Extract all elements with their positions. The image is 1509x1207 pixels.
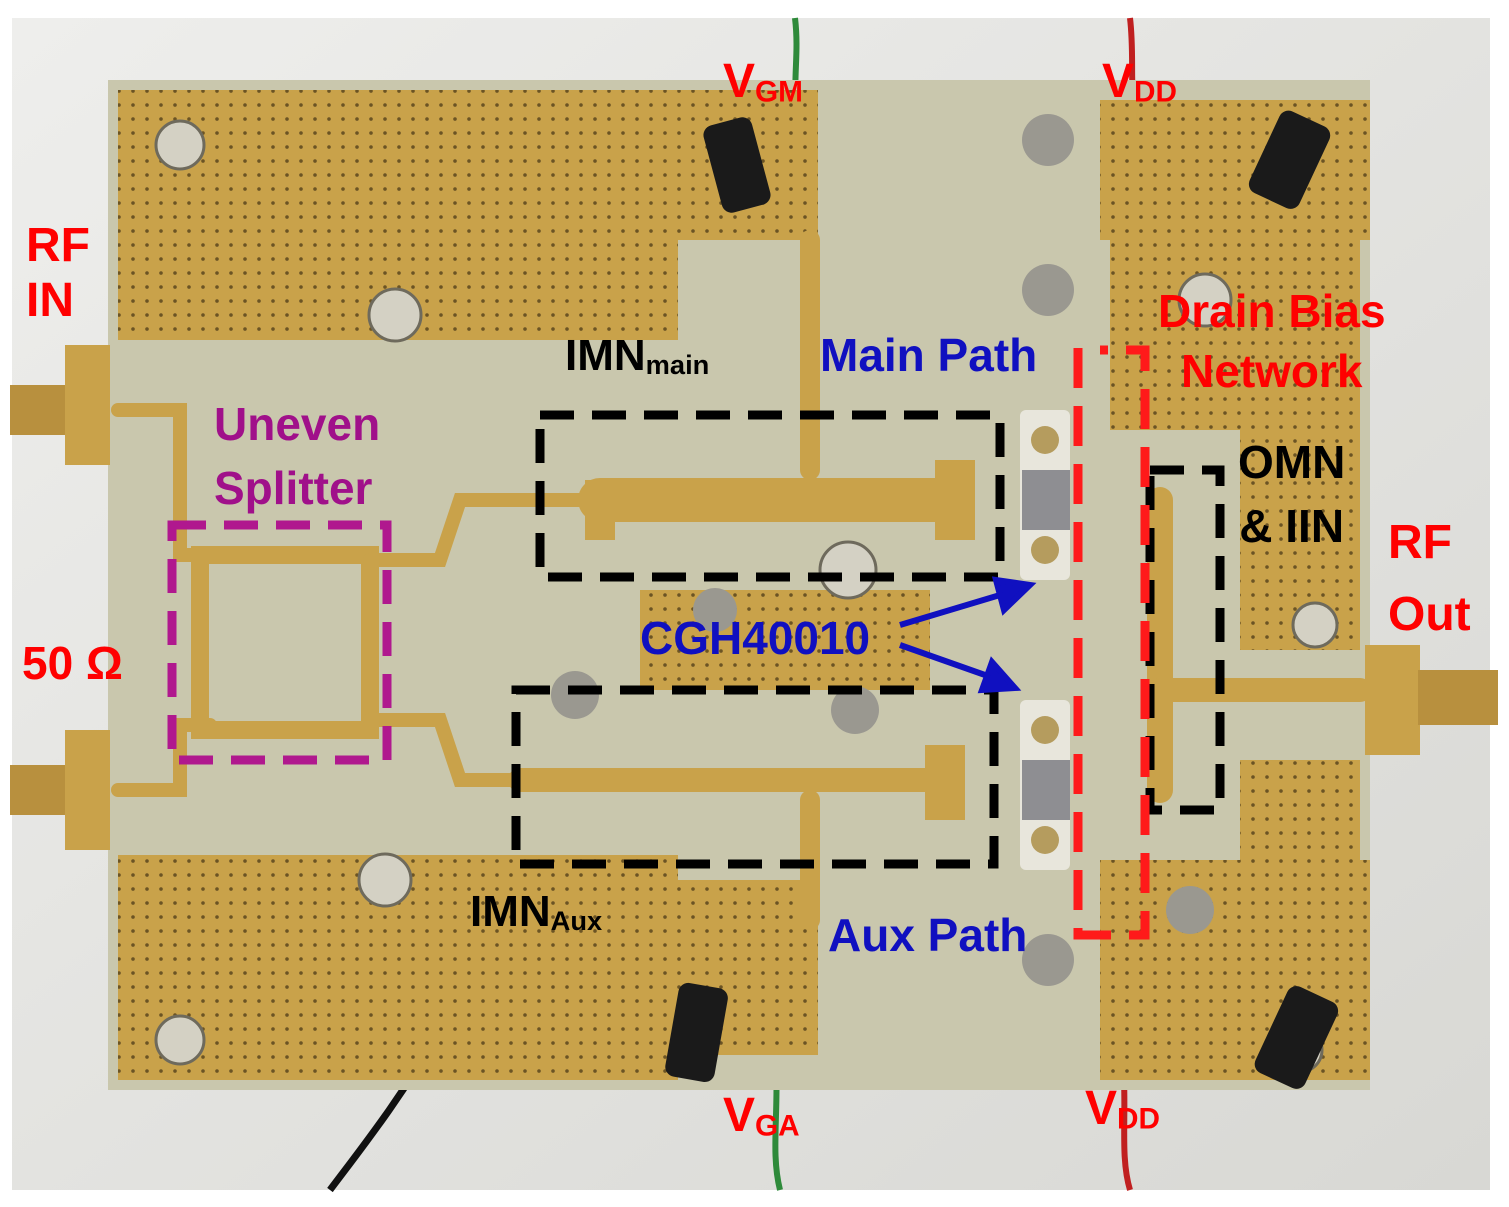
main-path-label: Main Path [820, 329, 1038, 381]
drain-bias-outline [1073, 345, 1150, 940]
uneven-splitter-line2: Splitter [214, 462, 373, 515]
cgh40010-aux-transistor [1020, 700, 1070, 870]
uneven-splitter-label: Uneven Splitter [214, 392, 380, 521]
rf-out-line1: RF [1388, 516, 1452, 569]
imn-aux-sub: Aux [550, 905, 603, 937]
vdd-top-label: VDD [1102, 58, 1177, 107]
rf-in-label: RF IN [26, 218, 90, 328]
omn-outline [1145, 465, 1225, 815]
drain-bias-line1: Drain Bias [1158, 285, 1386, 337]
imn-aux-base: IMN [470, 887, 551, 936]
cgh40010-label: CGH40010 [640, 612, 871, 664]
rf-in-bottom-connector [10, 730, 110, 850]
vgm-sub: GM [755, 75, 803, 109]
imn-main-base: IMN [565, 331, 646, 380]
imn-aux-outline [511, 685, 999, 869]
vga-sub: GA [755, 1109, 800, 1143]
vdd-bottom-label: VDD [1085, 1085, 1160, 1134]
vgm-base: V [723, 55, 756, 108]
omn-iin-label: OMN & IIN [1238, 430, 1345, 559]
vdd-top-base: V [1102, 55, 1135, 108]
rf-in-label-line1: RF [26, 219, 90, 272]
imn-main-sub: main [645, 349, 710, 381]
rf-out-line2: Out [1388, 588, 1471, 641]
omn-iin-line1: OMN [1238, 436, 1346, 488]
imn-aux-label: IMNAux [470, 887, 603, 937]
rf-out-connector [1365, 645, 1498, 755]
splitter-outline [167, 520, 392, 765]
drain-bias-label: Drain Bias Network [1158, 282, 1386, 402]
vga-base: V [723, 1089, 756, 1142]
vgm-label: VGM [723, 58, 803, 107]
uneven-splitter-line1: Uneven [214, 398, 381, 450]
drain-bias-line2: Network [1181, 344, 1363, 397]
fifty-ohm-label: 50 Ω [22, 637, 123, 689]
vdd-bottom-sub: DD [1117, 1102, 1160, 1136]
rf-in-label-line2: IN [26, 274, 74, 328]
omn-iin-line2: & IIN [1239, 500, 1345, 553]
rf-in-top-connector [10, 345, 110, 465]
aux-path-label: Aux Path [828, 909, 1028, 961]
vga-label: VGA [723, 1092, 800, 1141]
imn-main-outline [535, 410, 1005, 582]
rf-out-label: RF Out [1388, 507, 1471, 651]
cgh40010-main-transistor [1020, 410, 1070, 580]
vdd-bottom-base: V [1085, 1082, 1118, 1135]
vdd-top-sub: DD [1134, 75, 1177, 109]
imn-main-label: IMNmain [565, 331, 710, 381]
